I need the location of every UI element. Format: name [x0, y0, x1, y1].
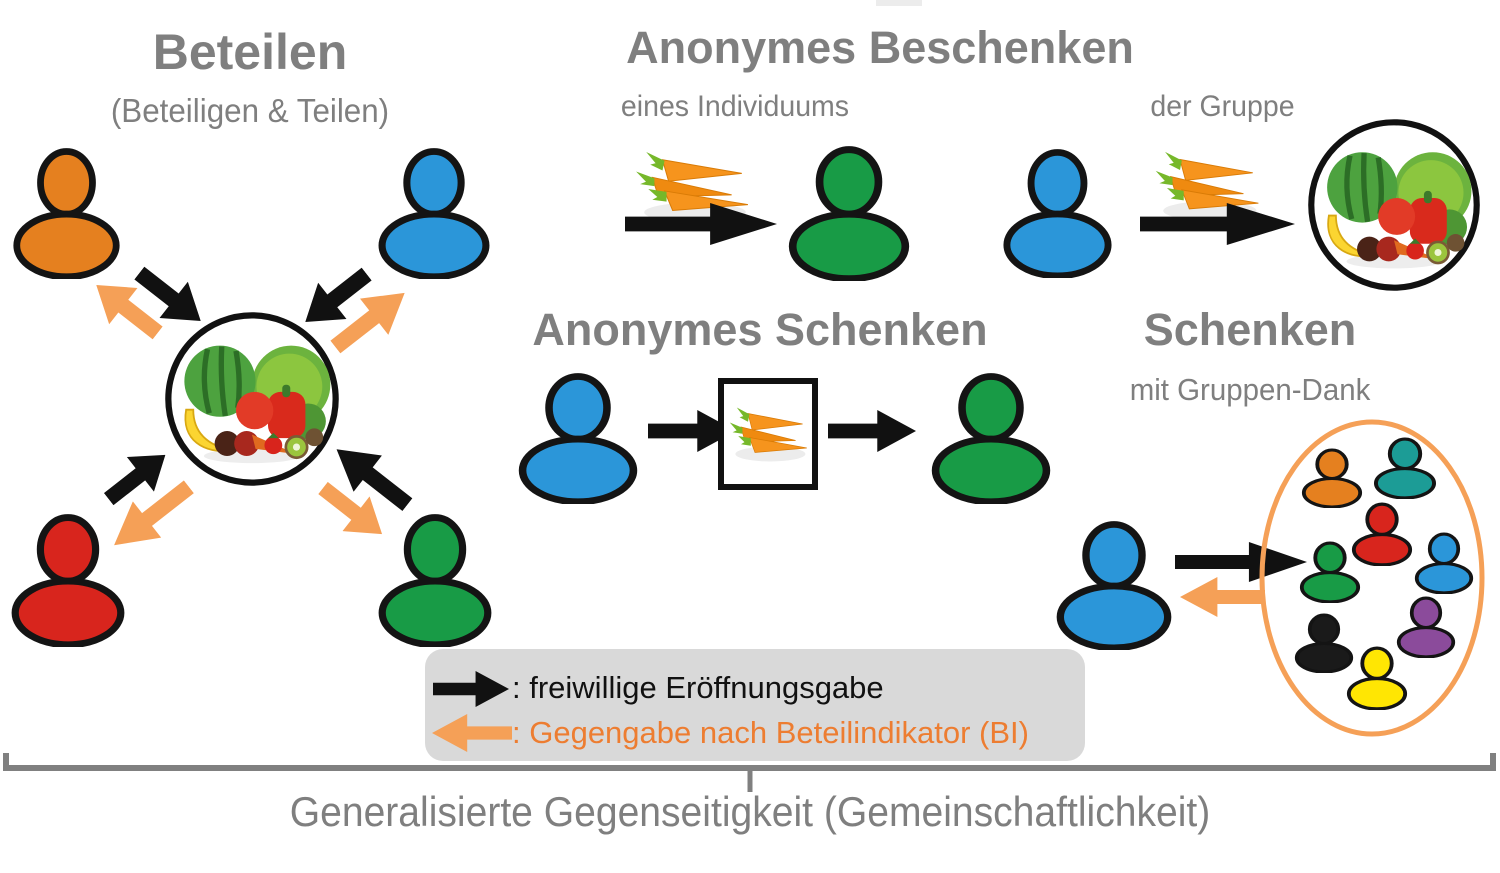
anonymes-beschenken-title: Anonymes Beschenken — [626, 22, 1134, 73]
schenken-title: Schenken — [1143, 304, 1357, 355]
individual-label: eines Individuums — [620, 90, 850, 123]
shared-produce-circle-icon — [163, 310, 341, 488]
top-edge-artifact — [876, 0, 922, 6]
legend-black-arrow-label: : freiwillige Eröffnungsgabe — [512, 670, 884, 705]
carrots-gift-icon-box — [727, 406, 811, 466]
anonymous-gift-box — [718, 378, 818, 490]
group-member-teal-icon — [1372, 437, 1438, 499]
person-icon-blue-giver-group — [1000, 148, 1115, 278]
group-produce-circle-icon — [1306, 117, 1482, 293]
group-member-blue-icon — [1413, 532, 1475, 594]
give-arrow-group-icon — [1140, 203, 1295, 245]
give-arrow-individual-icon — [625, 203, 777, 245]
legend-orange-arrow-label: : Gegengabe nach Beteilindikator (BI) — [512, 715, 1029, 750]
underbrace — [3, 753, 1496, 792]
legend-black-arrow-icon — [433, 671, 509, 707]
group-member-yellow-icon — [1345, 646, 1409, 710]
beteilen-subtitle: (Beteiligen & Teilen) — [110, 92, 390, 129]
group-member-orange-icon — [1300, 448, 1364, 508]
person-icon-blue-anon-giver — [515, 372, 641, 504]
person-icon-blue-group-giver — [1053, 520, 1175, 650]
beteilen-title: Beteilen — [152, 24, 348, 80]
group-member-green-icon — [1298, 541, 1362, 603]
anonymes-schenken-title: Anonymes Schenken — [532, 304, 988, 355]
give-arrow-anon2-icon — [828, 410, 916, 452]
return-arrow-from-group-icon — [1180, 577, 1265, 617]
person-icon-orange — [10, 147, 123, 279]
group-label: der Gruppe — [1150, 90, 1295, 123]
footer-label: Generalisierte Gegenseitigkeit (Gemeinsc… — [289, 788, 1211, 835]
person-icon-green-receiver — [785, 145, 913, 281]
group-ellipse — [1259, 419, 1485, 737]
person-icon-green — [375, 513, 495, 647]
legend-box — [425, 649, 1085, 761]
person-icon-blue — [375, 147, 493, 279]
person-icon-green-anon-receiver — [928, 372, 1054, 504]
schenken-subtitle: mit Gruppen-Dank — [1129, 372, 1371, 407]
